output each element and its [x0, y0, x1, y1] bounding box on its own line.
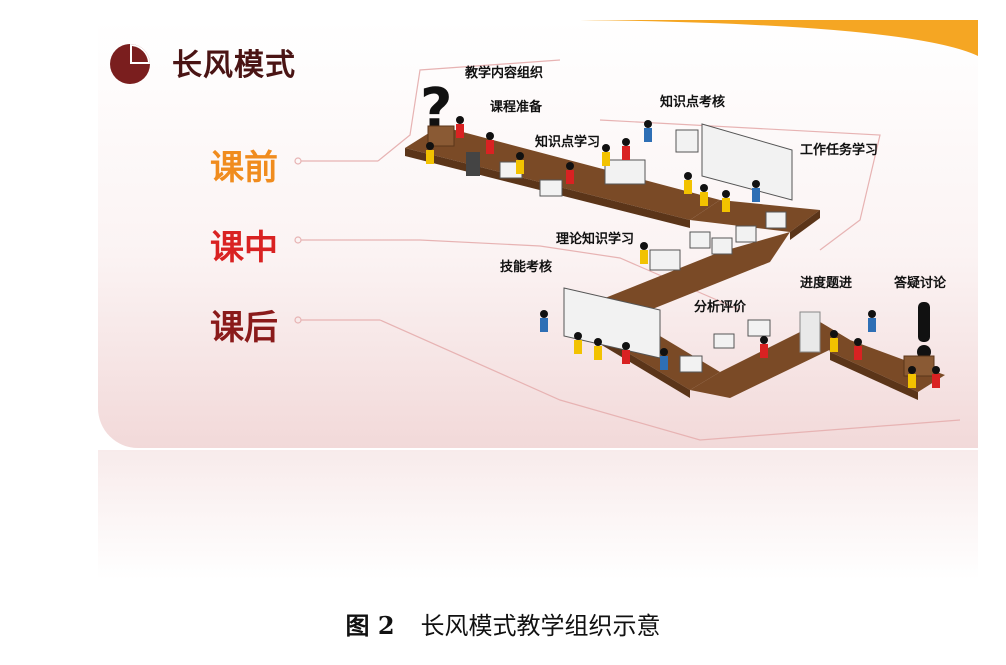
exclamation-mark-icon: [917, 302, 931, 359]
figure-caption-text: 长风模式教学组织示意: [420, 612, 661, 640]
label-analysis: 分析评价: [694, 299, 747, 315]
label-theory: 理论知识学习: [556, 231, 634, 247]
label-knowledge-exam: 知识点考核: [660, 94, 725, 110]
phase-label-mid: 课中: [210, 228, 278, 268]
figure-caption: 图 2 长风模式教学组织示意: [0, 606, 1006, 641]
label-work-task: 工作任务学习: [800, 142, 878, 158]
label-skill-exam: 技能考核: [500, 259, 552, 275]
people: [426, 116, 940, 388]
phase-label-post: 课后: [210, 308, 278, 348]
connector-lines: [294, 59, 961, 441]
activity-labels: 教学内容组织 课程准备 知识点学习 知识点考核 工作任务学习 理论知识学习 技能…: [464, 65, 947, 315]
crates: [427, 125, 935, 377]
page-title: 长风模式: [172, 48, 296, 83]
label-course-prep: 课程准备: [490, 99, 543, 115]
label-qa: 答疑讨论: [894, 275, 947, 291]
logo-pie-icon: [110, 44, 150, 84]
label-content-org: 教学内容组织: [464, 65, 543, 81]
figure-number: 图 2: [345, 611, 395, 640]
screens-and-boards: [499, 123, 793, 373]
orange-top-band: [580, 20, 978, 56]
label-knowledge-learn: 知识点学习: [535, 134, 600, 150]
slide-reflection: [98, 450, 978, 580]
phase-label-pre: 课前: [210, 148, 278, 188]
slide-background: [98, 20, 978, 448]
label-progress: 进度题进: [800, 275, 852, 291]
